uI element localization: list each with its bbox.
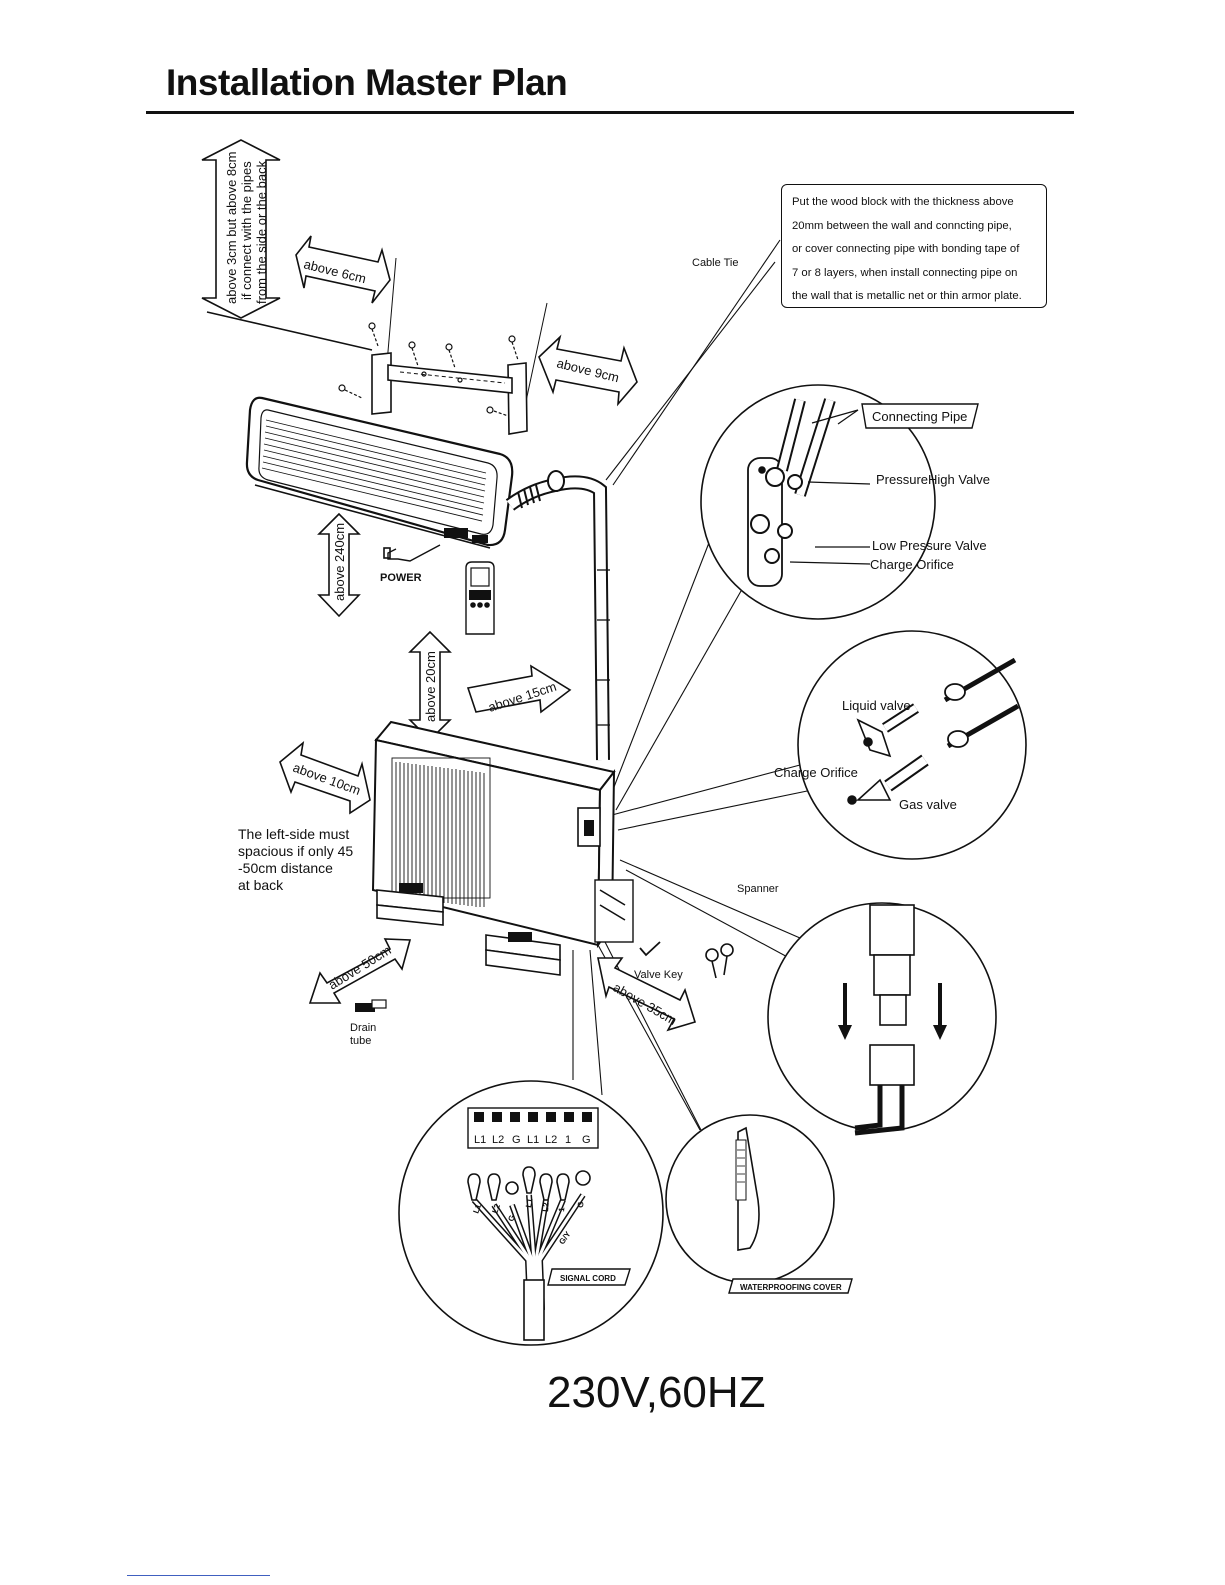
- left-note-line: The left-side must: [238, 826, 350, 842]
- clearance-arrow-240cm: [317, 512, 361, 618]
- wall-line: [206, 311, 373, 351]
- label-waterproofing-cover: WATERPROOFING COVER: [740, 1283, 842, 1292]
- left-side-note: The left-side must spacious if only 45 -…: [238, 826, 388, 894]
- note-line: Put the wood block with the thickness ab…: [792, 196, 1014, 208]
- clearance-arrow-35cm: [597, 957, 697, 1032]
- wire-tag: G: [576, 1201, 586, 1208]
- terminal-label: G: [582, 1134, 591, 1146]
- label-drain: Drain: [350, 1022, 376, 1034]
- drain-tube: [355, 999, 387, 1012]
- waterproofing-cover-circle: [665, 1114, 853, 1294]
- clearance-arrow-9cm: [538, 334, 638, 407]
- label-charge-orifice: Charge Orifice: [774, 765, 858, 780]
- label-signal-cord: SIGNAL CORD: [560, 1274, 616, 1283]
- wire-tag: L2: [541, 1202, 551, 1213]
- valve-key-icon: [639, 941, 661, 957]
- clearance-arrow-15cm: [466, 664, 572, 714]
- title-rule: [146, 111, 1074, 114]
- note-line: or cover connecting pipe with bonding ta…: [792, 243, 1020, 255]
- signal-cord-circle: [398, 1080, 664, 1346]
- clearance-top-line-3: from the side or the back: [254, 160, 269, 304]
- label-charge-orifice-top: Charge Orifice: [870, 557, 954, 572]
- terminal-label: L2: [492, 1134, 504, 1146]
- note-line: 20mm between the wall and conncting pipe…: [792, 219, 1012, 232]
- label-cable-tie: Cable Tie: [692, 257, 738, 269]
- label-power: POWER: [380, 572, 422, 584]
- wire-tag: L1: [471, 1202, 483, 1214]
- valve-detail-circle: [700, 384, 979, 620]
- clearance-arrow-6cm: [295, 235, 391, 304]
- clearance-arrow-top-vertical: [201, 139, 281, 319]
- label-connecting-pipe: Connecting Pipe: [872, 409, 967, 424]
- wood-block-note: Put the wood block with the thickness ab…: [781, 184, 1047, 308]
- clearance-top-line-2: if connect with the pipes: [239, 161, 254, 300]
- label-spanner: Spanner: [737, 883, 779, 895]
- label-tube: tube: [350, 1035, 371, 1047]
- power-plug: [383, 544, 441, 562]
- wire-tag: L1: [524, 1197, 535, 1208]
- page-title: Installation Master Plan: [166, 62, 568, 103]
- label-valve-key: Valve Key: [634, 969, 683, 981]
- left-note-line: at back: [238, 877, 284, 893]
- label-high-pressure-valve: PressureHigh Valve: [876, 472, 990, 487]
- remote-control: [465, 561, 495, 635]
- liquid-gas-valve-circle: [797, 630, 1027, 860]
- screws: [338, 322, 519, 417]
- terminal-label: L1: [527, 1134, 539, 1146]
- clearance-arrow-10cm: [279, 741, 371, 815]
- clearance-top-line-1: above 3cm but above 8cm: [224, 152, 239, 304]
- label-liquid-valve: Liquid valve: [842, 698, 911, 713]
- footer-link-line: [127, 1575, 270, 1576]
- terminal-label: L1: [474, 1134, 486, 1146]
- outdoor-unit-feet: [376, 883, 561, 976]
- label-low-pressure-valve: Low Pressure Valve: [872, 538, 987, 553]
- left-note-line: -50cm distance: [238, 860, 333, 876]
- wire-tag: 1: [557, 1206, 566, 1212]
- wire-tags: L1 L2 G L1 L2 1 G: [471, 1197, 585, 1223]
- spanner-detail-circle: [767, 902, 997, 1136]
- mounting-plate: [371, 352, 528, 435]
- note-line: the wall that is metallic net or thin ar…: [792, 290, 1022, 302]
- connection-pipe: [505, 470, 610, 761]
- wire-tag: L2: [490, 1202, 502, 1214]
- terminal-label: G: [512, 1134, 521, 1146]
- left-note-line: spacious if only 45: [238, 843, 354, 859]
- label-above-240cm: above 240cm: [332, 523, 347, 601]
- terminal-labels: L1 L2 G L1 L2 1 G: [474, 1134, 591, 1146]
- outdoor-unit: [371, 720, 634, 949]
- note-line: 7 or 8 layers, when install connecting p…: [792, 266, 1018, 279]
- label-above-50cm: above 50cm: [326, 942, 394, 992]
- spanner-icon: [705, 943, 734, 979]
- terminal-label: L2: [545, 1134, 557, 1146]
- voltage-label: 230V,60HZ: [547, 1368, 766, 1417]
- indoor-unit: [245, 396, 514, 549]
- wire-tag: G: [506, 1214, 517, 1223]
- label-above-20cm: above 20cm: [423, 651, 438, 722]
- leader-lines: [572, 239, 813, 1133]
- terminal-label: 1: [565, 1134, 571, 1146]
- label-gas-valve: Gas valve: [899, 797, 957, 812]
- clearance-arrow-50cm: [308, 938, 412, 1004]
